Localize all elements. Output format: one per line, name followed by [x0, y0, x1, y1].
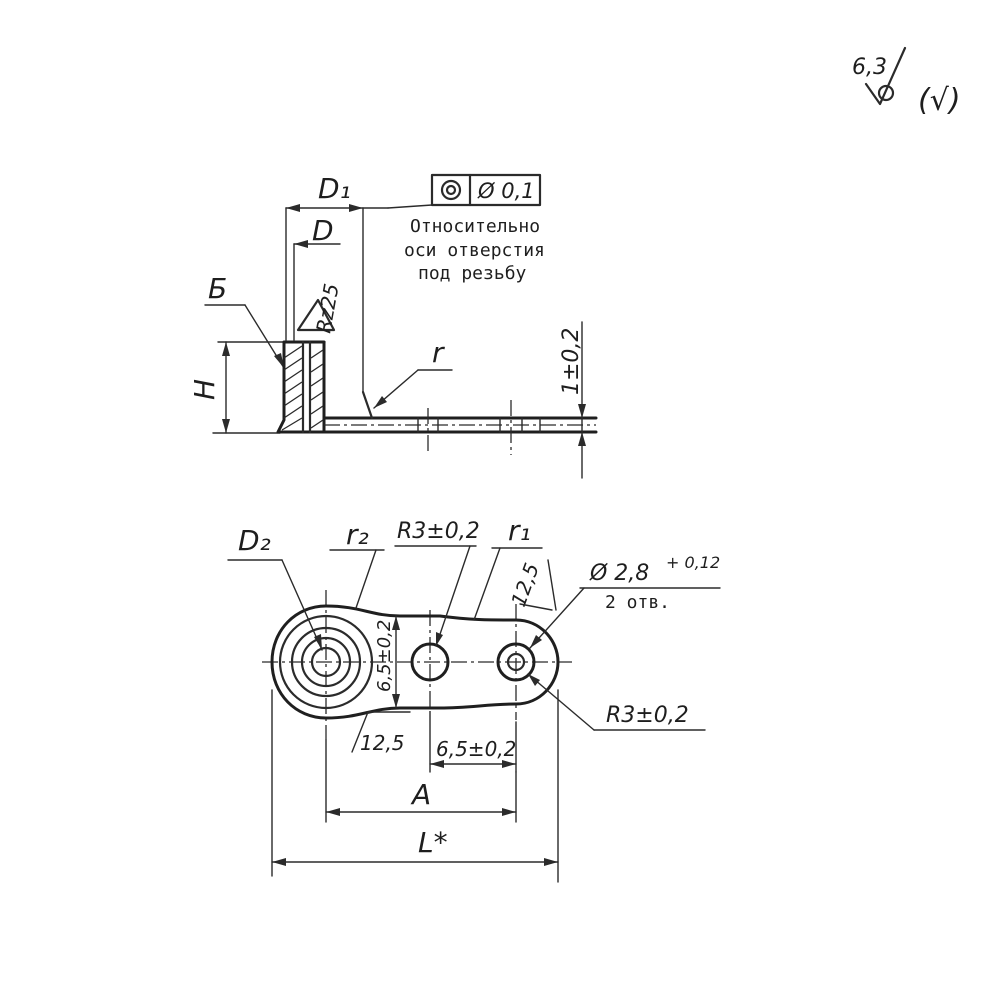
dim-h: H — [188, 379, 221, 400]
boss-section — [276, 340, 326, 434]
dim-12-5-top: 12,5 — [506, 560, 544, 610]
dim-12-5-bottom: 12,5 — [360, 731, 405, 755]
roughness-other: (√) — [918, 83, 961, 118]
label-d2: D₂ — [238, 524, 271, 557]
hole-dia: Ø 2,8 — [589, 561, 649, 586]
hole-count: 2 отв. — [605, 592, 670, 613]
label-r3-top: R3±0,2 — [397, 519, 480, 544]
plate-section — [322, 416, 598, 434]
surface-finish-icon — [296, 298, 336, 332]
section-hatch — [281, 345, 324, 431]
dim-d1: D₁ — [318, 172, 351, 205]
dim-l: L* — [418, 826, 448, 859]
roughness-value: 6,3 — [852, 55, 887, 80]
dim-d: D — [312, 214, 334, 247]
tolerance-frame: Ø 0,1 — [387, 173, 542, 209]
label-b: Б — [208, 272, 227, 305]
tolerance-note-line2: оси отверстия — [404, 240, 545, 261]
section-view: D₁ Ø 0,1 Относительно оси отверстия под … — [188, 172, 598, 479]
right-hole — [496, 642, 536, 682]
middle-hole — [410, 642, 450, 682]
label-r1: r₁ — [508, 514, 531, 547]
dim-pitch: 6,5±0,2 — [436, 737, 516, 761]
tolerance-note-line1: Относительно — [410, 216, 540, 237]
dim-width: 6,5±0,2 — [374, 620, 395, 692]
roughness-circle — [877, 84, 895, 102]
dim-a: A — [410, 778, 431, 811]
plan-view: D₂ r₂ R3±0,2 r₁ 12,5 Ø 2,8 + 0,12 2 отв.… — [227, 514, 721, 883]
surface-finish: Rz25 — [311, 282, 343, 335]
roughness-check-icon — [864, 46, 907, 106]
plate-outline — [270, 604, 560, 720]
dim-thickness: 1±0,2 — [559, 328, 584, 395]
roughness-symbol: 6,3 (√) — [852, 46, 961, 118]
label-r3-right: R3±0,2 — [606, 703, 689, 728]
tolerance-value: Ø 0,1 — [477, 179, 535, 203]
hole-tol: + 0,12 — [666, 553, 720, 572]
label-r2: r₂ — [346, 518, 369, 551]
label-r: r — [432, 336, 445, 369]
tolerance-note-line3: под резьбу — [418, 263, 527, 284]
